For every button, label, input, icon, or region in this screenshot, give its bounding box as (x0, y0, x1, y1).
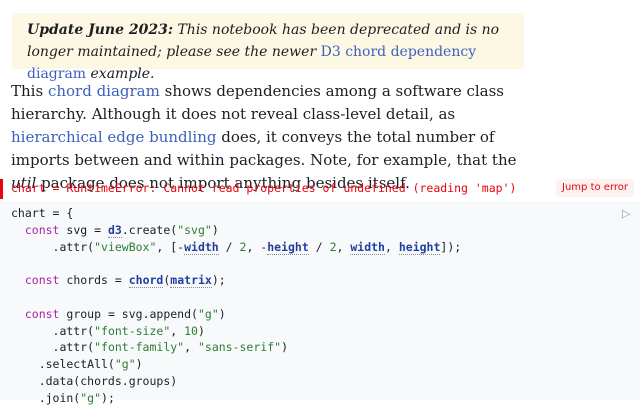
prose-text: package does not import anything besides… (36, 174, 410, 192)
error-marker (0, 179, 3, 199)
notice-link[interactable]: D3 chord dependency diagram (27, 44, 477, 82)
jump-to-error-button[interactable]: Jump to error (556, 179, 634, 197)
code-cell[interactable]: chart = { const svg = d3.create("svg") .… (0, 201, 640, 405)
code-editor[interactable]: chart = { const svg = d3.create("svg") .… (11, 206, 462, 405)
notice-label: Update June 2023: (27, 22, 174, 38)
play-icon[interactable]: ▷ (622, 207, 631, 220)
error-message: chart = RuntimeError: Cannot read proper… (11, 181, 517, 195)
cell-error: chart = RuntimeError: Cannot read proper… (0, 178, 640, 200)
notice-text-end: example. (86, 66, 155, 82)
deprecation-notice: Update June 2023: This notebook has been… (12, 13, 524, 82)
chord-diagram-link[interactable]: chord diagram (47, 82, 160, 100)
description-paragraph: This chord diagram shows dependencies am… (11, 80, 531, 195)
edge-bundling-link[interactable]: hierarchical edge bundling (11, 128, 217, 146)
prose-text: This (11, 82, 48, 100)
prose-text: shows dependencies among a software clas… (11, 82, 505, 123)
prose-text: does, it conveys the total number of imp… (11, 128, 517, 169)
prose-emphasis: util (11, 174, 37, 192)
notice-text: This notebook has been deprecated and is… (27, 22, 500, 60)
